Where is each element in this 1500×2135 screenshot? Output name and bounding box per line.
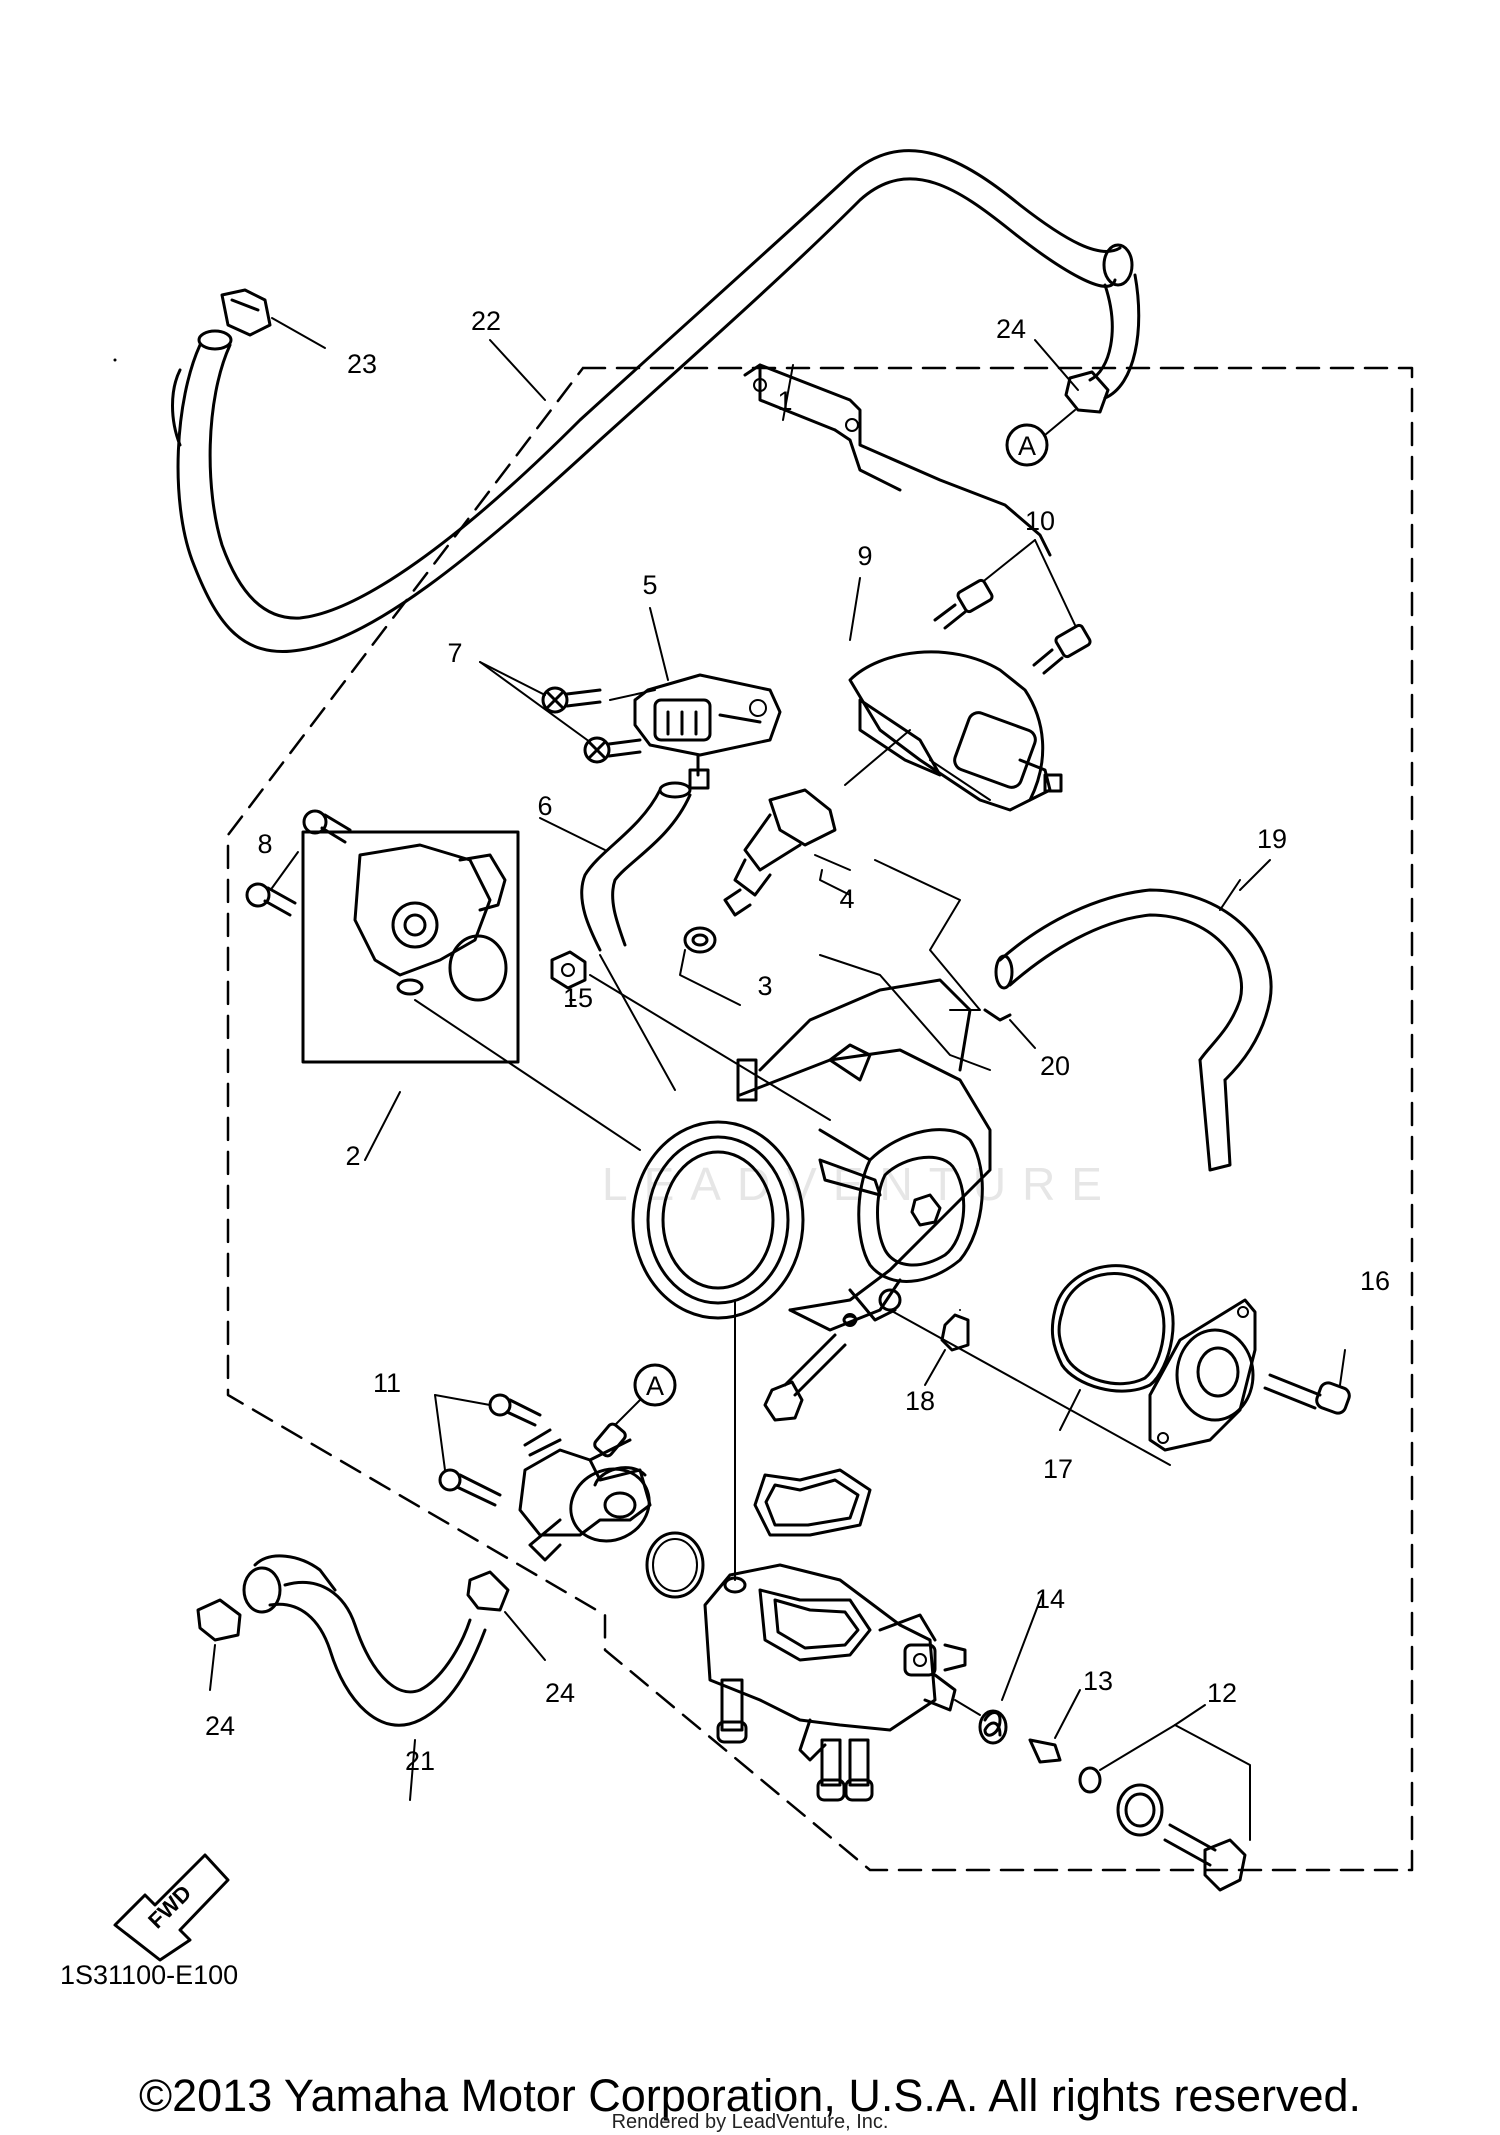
- part-10-bolts: [933, 539, 1092, 675]
- callout-14: 14: [1035, 1584, 1065, 1614]
- callout-19: 19: [1257, 824, 1287, 854]
- callout-20: 20: [1040, 1051, 1070, 1081]
- reference-a-bottom: A: [614, 1363, 677, 1426]
- callout-4: 4: [839, 884, 854, 914]
- part-23-clip: [220, 288, 326, 349]
- reference-a-bottom-label: A: [646, 1371, 664, 1401]
- leader-22: [489, 339, 546, 401]
- leader-19: [1239, 859, 1271, 891]
- callout-22: 22: [471, 306, 501, 336]
- fwd-arrow: FWD: [113, 1853, 230, 1962]
- part-9-idle-valve: [848, 650, 1063, 812]
- copyright-text: ©2013 Yamaha Motor Corporation, U.S.A. A…: [138, 2070, 1362, 2121]
- leader-1: [782, 364, 794, 421]
- part-24-clip-left: [196, 1598, 242, 1691]
- part-16-screw: [1263, 1349, 1351, 1415]
- callout-15: 15: [563, 983, 593, 1013]
- part-4-injector: [723, 729, 911, 917]
- part-24-clip-top: [1034, 339, 1110, 414]
- leader-18: [924, 1349, 946, 1386]
- callout-7: 7: [447, 638, 462, 668]
- leader-3: [819, 954, 991, 1071]
- callout-12: 12: [1207, 1678, 1237, 1708]
- callout-24-top: 24: [996, 314, 1026, 344]
- part-6-hose: [539, 781, 692, 1091]
- callout-10: 10: [1025, 506, 1055, 536]
- part-18-cap: [940, 1309, 970, 1352]
- callout-13: 13: [1083, 1666, 1113, 1696]
- diagram-code: 1S31100-E100: [60, 1960, 239, 1990]
- part-12-screw-set: [1078, 1704, 1251, 1892]
- callout-2: 2: [345, 1141, 360, 1171]
- part-15-nut: [550, 950, 831, 1121]
- part-24-clip-right: [466, 1570, 546, 1661]
- part-17-gasket: [1050, 1264, 1175, 1431]
- callout-24-left: 24: [205, 1711, 235, 1741]
- part-14-spring: [954, 1594, 1043, 1745]
- part-oring: [645, 1531, 705, 1599]
- callout-17: 17: [1043, 1454, 1073, 1484]
- part-base-screws: [716, 1678, 874, 1802]
- part-8-screws: [245, 809, 352, 917]
- part-13-pin: [1028, 1689, 1081, 1764]
- part-3-seal: [679, 926, 741, 1006]
- part-gasket-base: [753, 1468, 872, 1537]
- callout-21: 21: [405, 1746, 435, 1776]
- part-base-manifold: [703, 1563, 967, 1762]
- throttle-body: [631, 978, 1171, 1466]
- callout-18: 18: [905, 1386, 935, 1416]
- fwd-label: FWD: [143, 1880, 196, 1933]
- callout-6: 6: [537, 791, 552, 821]
- callout-5: 5: [642, 570, 657, 600]
- part-16-cover: [1148, 1298, 1257, 1452]
- reference-a-top: A: [1005, 409, 1076, 467]
- callout-3: 3: [757, 971, 772, 1001]
- callout-23: 23: [347, 349, 377, 379]
- leader-bracket: [874, 859, 981, 1011]
- callout-16: 16: [1360, 1266, 1390, 1296]
- callout-8: 8: [257, 829, 272, 859]
- part-22-hose: [113, 149, 1141, 653]
- part-19-hose: [994, 879, 1273, 1172]
- part-oring-inner: [652, 1538, 698, 1592]
- leader-9: [849, 577, 861, 641]
- leader-5: [649, 607, 669, 681]
- reference-a-top-label: A: [1018, 431, 1036, 461]
- assembly-boundary: [226, 366, 1414, 1872]
- part-5-sensor: [633, 673, 782, 790]
- rendered-by-text: Rendered by LeadVenture, Inc.: [611, 2111, 889, 2133]
- part-2-tps: [301, 830, 641, 1161]
- leader-4: [819, 869, 851, 896]
- callout-11: 11: [373, 1368, 401, 1398]
- part-7-screws: [479, 661, 656, 764]
- part-11-coupler: [434, 1393, 652, 1562]
- callout-9: 9: [857, 541, 872, 571]
- part-screw-bottom: [763, 1314, 858, 1422]
- part-20-pin: [983, 1008, 1036, 1049]
- callout-24-right: 24: [545, 1678, 575, 1708]
- part-21-hose: [242, 1554, 487, 1801]
